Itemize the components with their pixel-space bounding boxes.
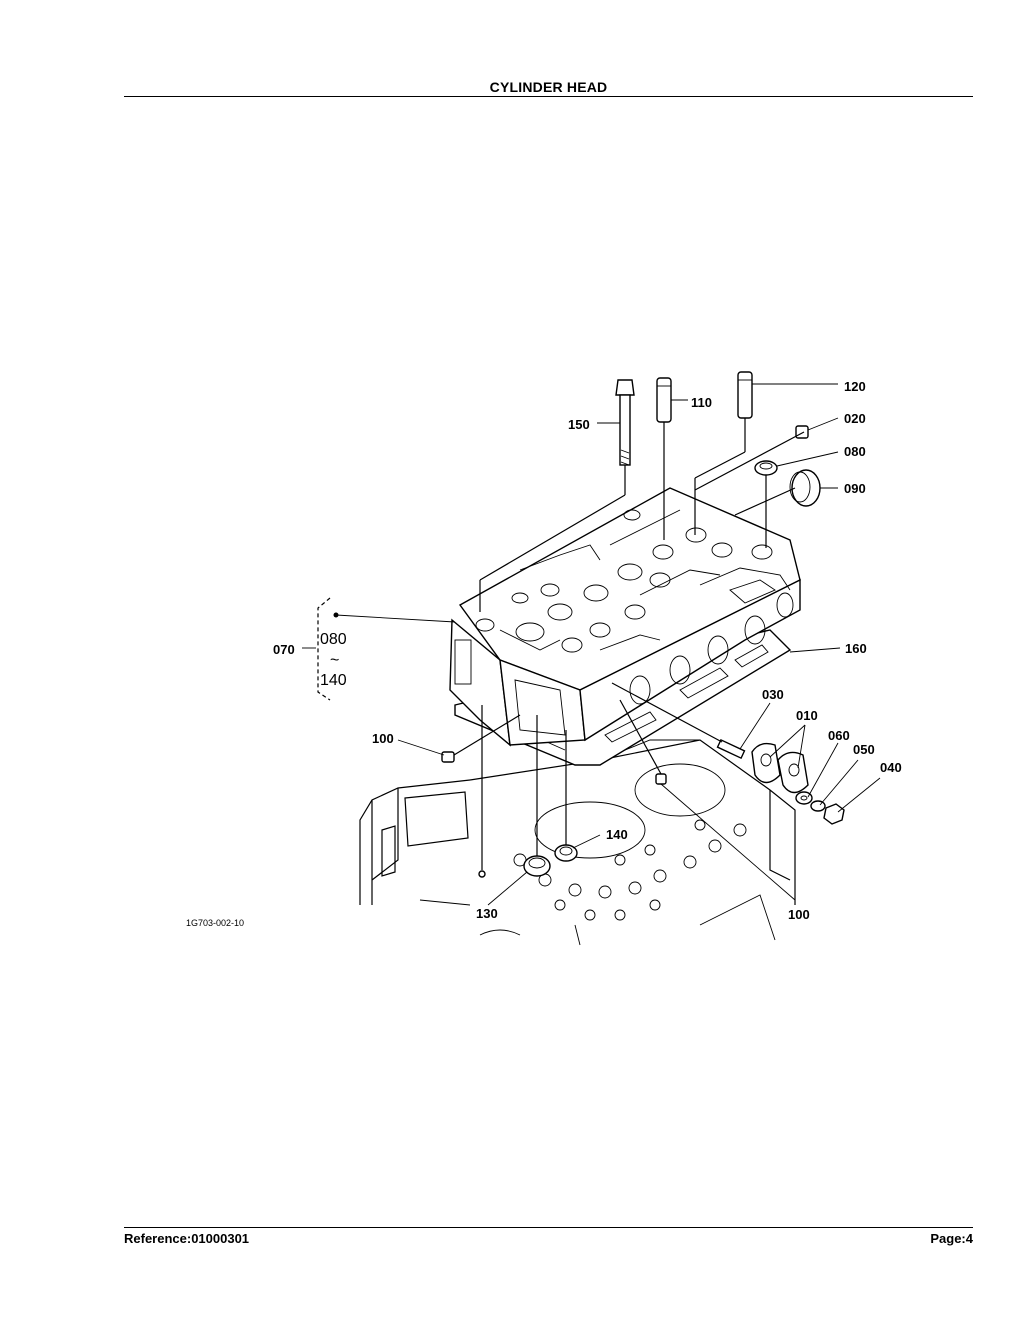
callout-130: 130: [476, 906, 498, 921]
callout-range-start: 080: [320, 631, 347, 648]
valve-guide-110: [656, 377, 672, 540]
callout-120: 120: [844, 379, 866, 394]
callout-010: 010: [796, 708, 818, 723]
callout-range-end: 140: [320, 672, 347, 689]
callout-100-bottom: 100: [788, 907, 810, 922]
callout-070: 070: [273, 642, 295, 657]
stud-030: [611, 682, 746, 760]
callout-020: 020: [844, 411, 866, 426]
seal-130: [523, 715, 551, 877]
valve-guide-120: [694, 371, 753, 535]
header-divider: [124, 96, 973, 97]
footer-divider: [124, 1227, 973, 1228]
cylinder-head: [449, 487, 801, 747]
engine-block: [359, 739, 796, 946]
washer-060: [795, 791, 813, 805]
callout-060: 060: [828, 728, 850, 743]
callout-range-separator: ~: [330, 652, 339, 669]
page-number: Page:4: [930, 1231, 973, 1246]
callout-150: 150: [568, 417, 590, 432]
callout-080: 080: [844, 444, 866, 459]
washer-050: [810, 800, 826, 812]
callout-090: 090: [844, 481, 866, 496]
callout-100-left: 100: [372, 731, 394, 746]
bolt-100-left: [441, 714, 521, 763]
bracket-010: [751, 742, 809, 794]
seal-080: [754, 460, 778, 548]
reference-number: Reference:01000301: [124, 1231, 250, 1246]
seal-140: [554, 730, 578, 862]
page-title: CYLINDER HEAD: [489, 79, 608, 95]
callout-110: 110: [691, 395, 712, 410]
callout-160: 160: [845, 641, 867, 656]
figure-id: 1G703-002-10: [186, 918, 244, 928]
plug-020: [795, 425, 809, 439]
callout-030: 030: [762, 687, 784, 702]
callout-040: 040: [880, 760, 902, 775]
callout-050: 050: [853, 742, 875, 757]
nut-040: [823, 803, 845, 825]
callout-140: 140: [606, 827, 628, 842]
head-bolt-150: [615, 379, 635, 495]
